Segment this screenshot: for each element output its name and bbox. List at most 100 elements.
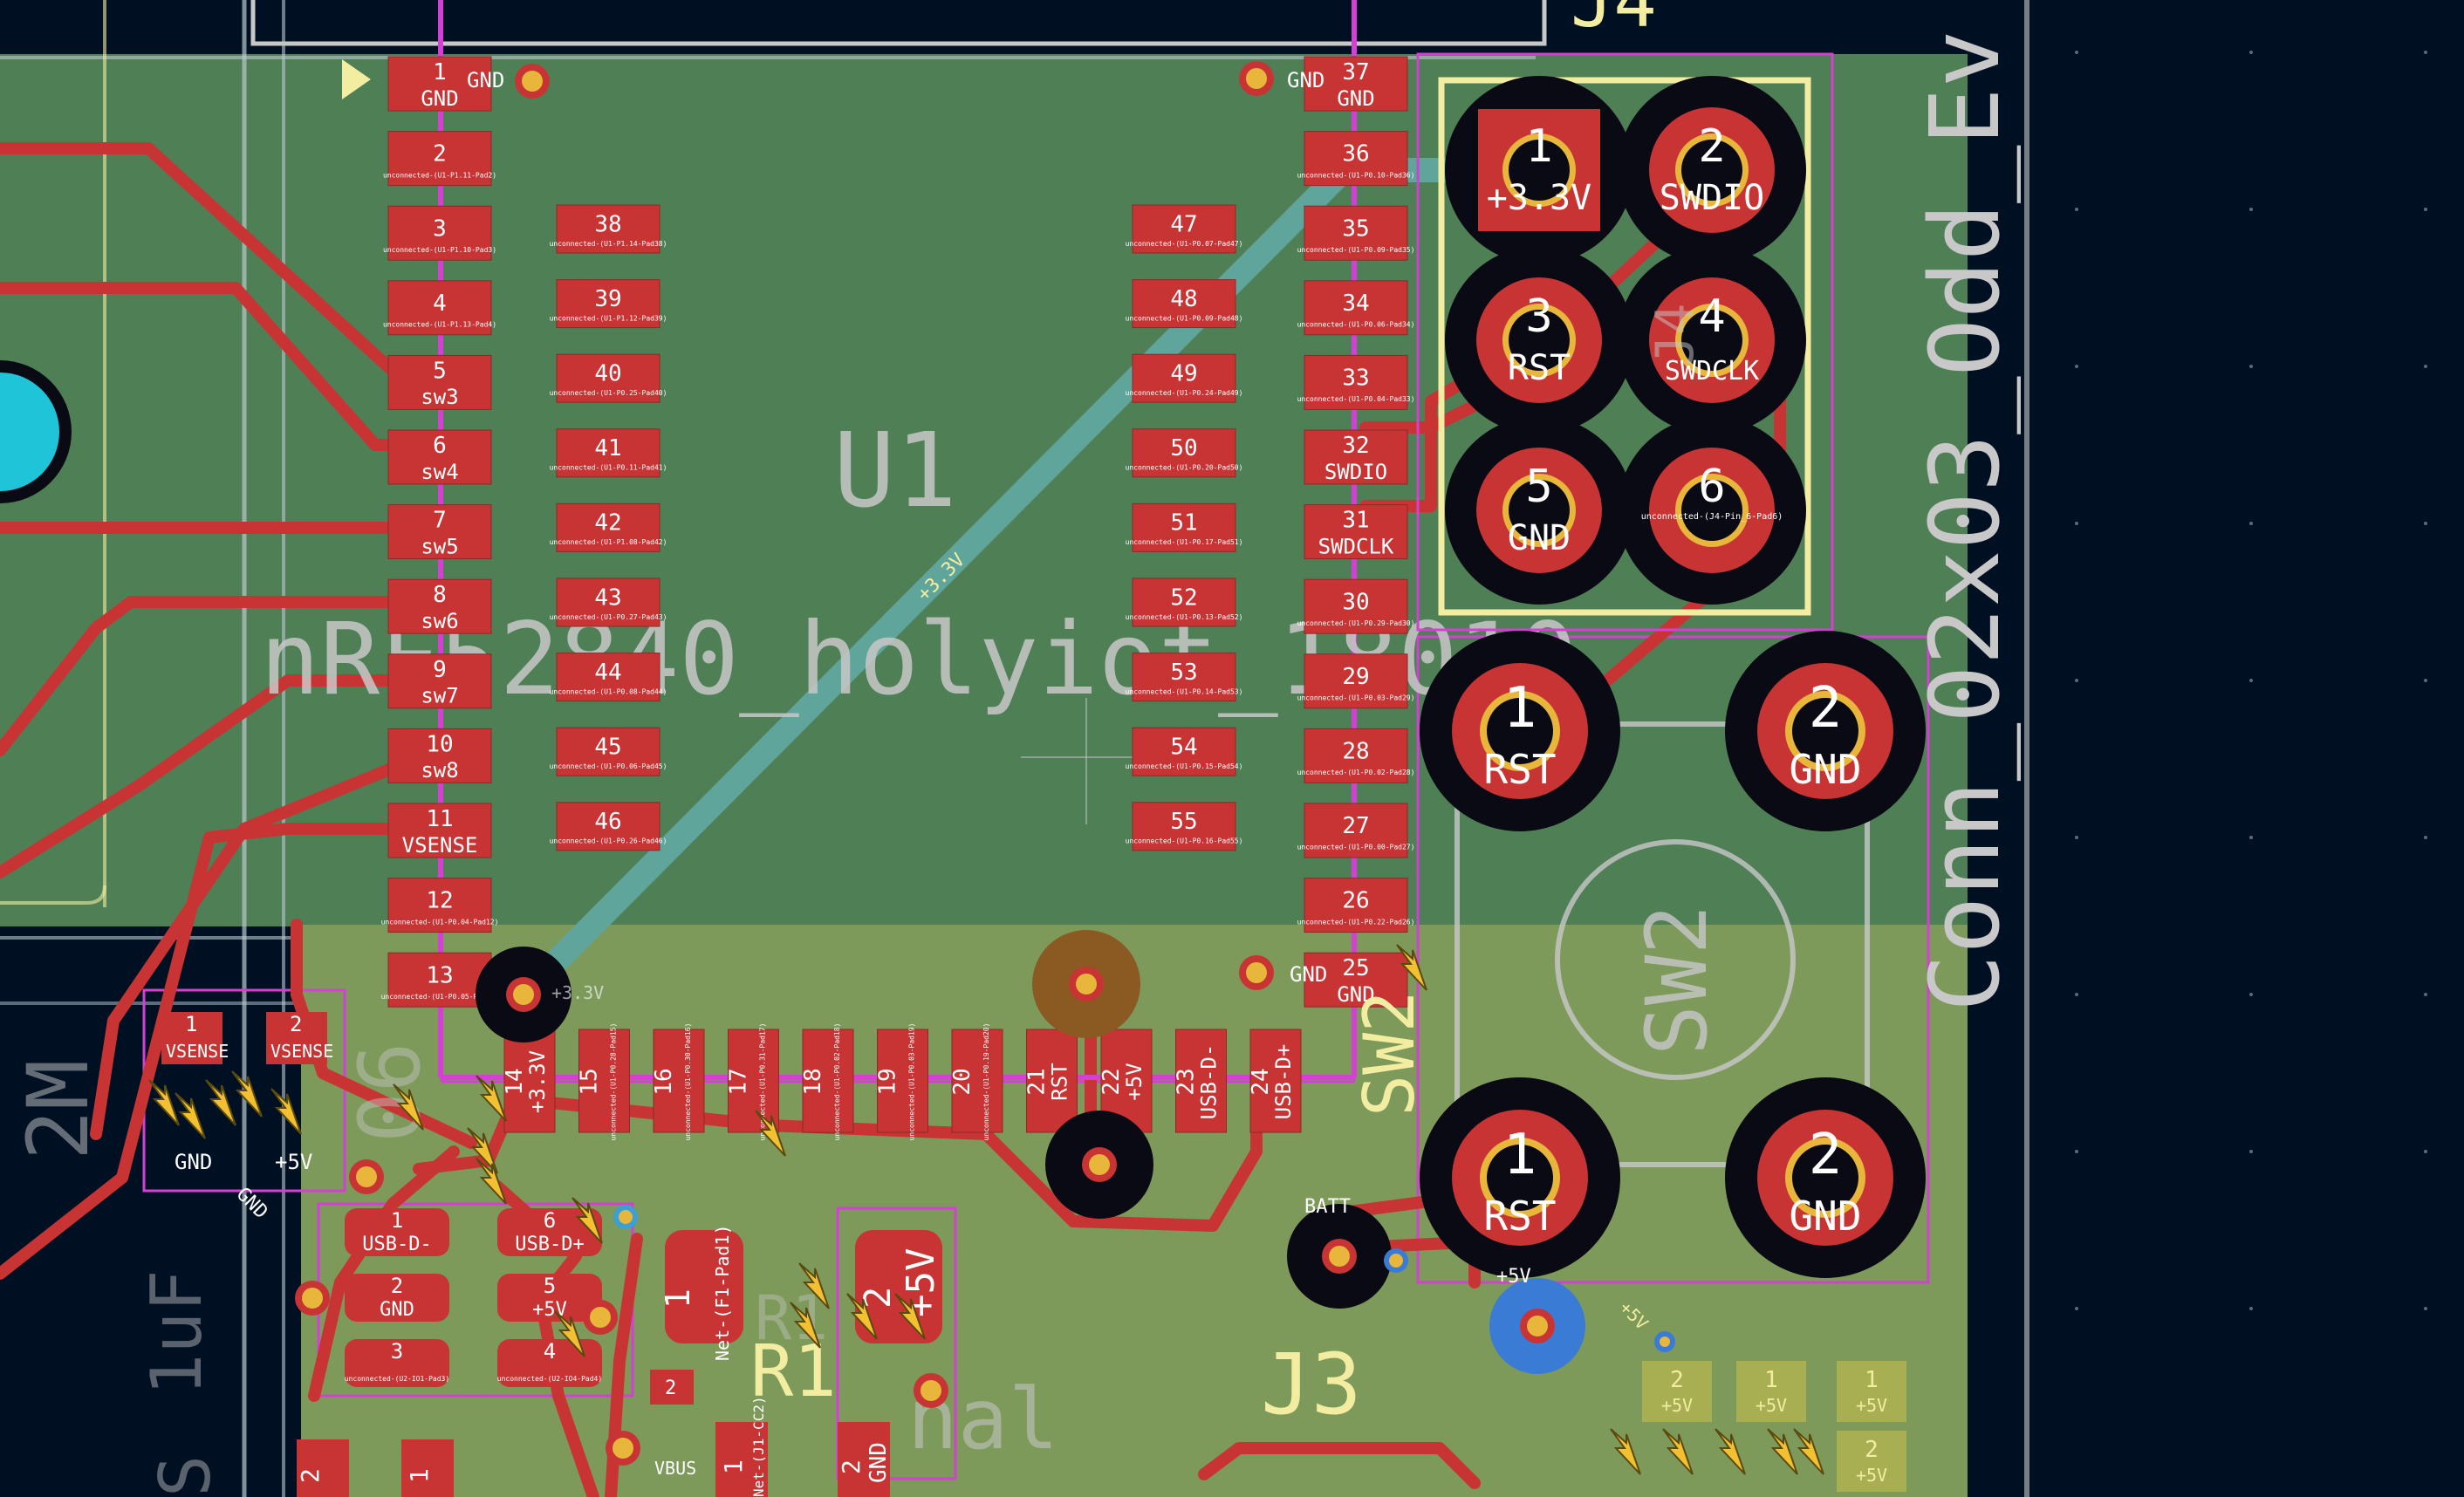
f1-pads[interactable]: 1 Net-(F1-Pad1) 2 +5V [659, 1224, 943, 1361]
bottom-left-pads[interactable]: 2 1 1 Net-(J1-CC2) 2 GND VBUS 2 [296, 1370, 892, 1497]
misc-vias[interactable] [295, 930, 1538, 1466]
drc-arrow-icon[interactable] [1662, 1428, 1694, 1475]
drc-arrow-icon[interactable] [148, 1079, 180, 1126]
vsense-pads[interactable]: 1 VSENSE 2 VSENSE GND +5V GND [161, 1012, 333, 1223]
drc-arrow-icon[interactable] [798, 1262, 830, 1309]
drc-arrow-icon[interactable] [554, 1310, 585, 1357]
drc-arrow-icon[interactable] [1793, 1428, 1824, 1475]
drc-arrow-icon[interactable] [1715, 1428, 1746, 1475]
right-part-4[interactable]: 2+5V [1837, 1431, 1906, 1492]
gnd-via-left[interactable]: GND [467, 64, 550, 99]
drc-arrow-icon[interactable] [755, 1110, 786, 1157]
drc-arrow-icon[interactable] [467, 1127, 498, 1174]
batt-via[interactable]: BATT [1287, 1196, 1408, 1309]
drc-arrow-icon[interactable] [175, 1092, 206, 1139]
drc-arrow-icon[interactable] [1396, 944, 1427, 991]
drc-arrow-icon[interactable] [393, 1083, 424, 1131]
drc-arrow-icon[interactable] [270, 1088, 302, 1135]
drc-arrow-icon[interactable] [894, 1293, 926, 1340]
drc-arrow-icon[interactable] [790, 1302, 821, 1349]
u1-pad-14[interactable]: 14+3.3V [502, 1029, 556, 1133]
drc-arrow-icon[interactable] [205, 1079, 236, 1126]
u1-pad-22[interactable]: 22+5V [1099, 1029, 1153, 1133]
usb-pad-5[interactable]: 5+5V [497, 1274, 602, 1322]
drc-arrow-icon[interactable] [476, 1158, 507, 1205]
drc-markers[interactable] [148, 944, 1824, 1475]
gnd-via-right[interactable]: GND [1239, 61, 1324, 96]
drc-arrow-icon[interactable] [572, 1197, 603, 1244]
drc-arrow-icon[interactable] [231, 1070, 263, 1118]
right-part-2[interactable]: 1+5V [1736, 1361, 1806, 1422]
drc-arrow-icon[interactable] [1767, 1428, 1798, 1475]
drc-arrow-icon[interactable] [846, 1293, 878, 1340]
right-part-3[interactable]: 1+5V [1837, 1361, 1906, 1422]
gnd-via-25[interactable]: GND [1239, 955, 1327, 990]
drc-arrow-icon[interactable] [476, 1075, 507, 1122]
